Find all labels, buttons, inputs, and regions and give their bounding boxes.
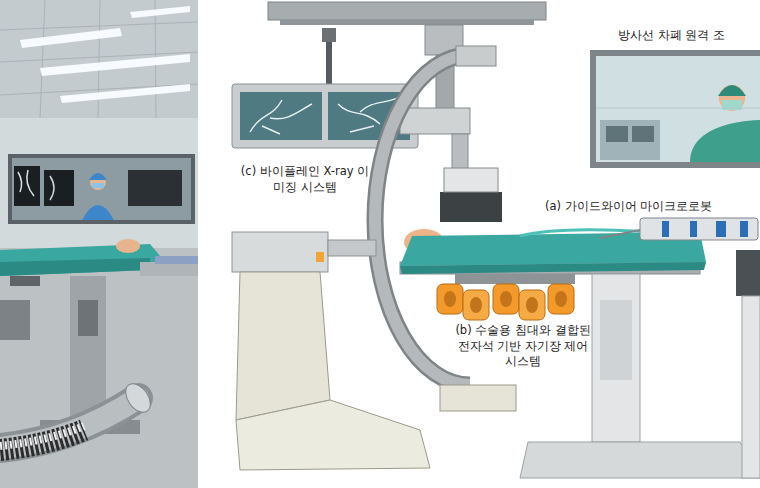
room-render-part — [116, 239, 140, 253]
floor-c-arm-part — [232, 232, 328, 272]
room-render-part — [128, 170, 182, 206]
callout-label: (a) 가이드와이어 마이크로로봇 — [545, 199, 712, 215]
room-render-part-part — [40, 0, 45, 118]
bed-pedestal-part — [600, 300, 632, 380]
room-render-part — [60, 84, 190, 103]
guidewire-robot — [600, 218, 758, 240]
control-room-window-part — [600, 120, 660, 160]
room-render-part — [92, 183, 104, 188]
bed-pedestal — [520, 250, 760, 478]
floor-c-arm-part — [236, 272, 330, 420]
electromagnet-array-part — [444, 291, 567, 313]
room-render-part — [0, 0, 198, 488]
floor-c-arm-part — [328, 240, 376, 256]
control-room-window-part — [690, 120, 760, 162]
room-render — [0, 0, 198, 488]
room-render-part — [18, 170, 34, 196]
room-render-part — [0, 426, 84, 446]
monitor-pole-part — [322, 28, 336, 42]
room-render-part — [130, 6, 190, 18]
biplane-monitors-part — [250, 100, 312, 134]
floor-c-arm-part — [440, 385, 516, 411]
control-room-window — [590, 50, 760, 168]
electromagnet-array-part — [455, 274, 575, 284]
room-render-part — [14, 166, 40, 206]
electromagnet-array-part-part — [548, 284, 574, 314]
room-render-part — [8, 154, 195, 224]
control-room-window-part — [718, 85, 746, 96]
electromagnet-array-part-part — [500, 291, 512, 307]
room-render-part-part — [0, 22, 198, 30]
room-render-part — [0, 0, 198, 118]
electromagnet-array-part-part — [526, 297, 538, 313]
room-render-part — [89, 173, 107, 180]
room-render-part — [78, 300, 98, 336]
bed-pedestal-part — [742, 296, 760, 478]
callout-label: (c) 바이플레인 X-ray 이미징 시스템 — [240, 164, 370, 195]
control-room-window-part — [606, 126, 628, 142]
guidewire-robot-part — [640, 218, 758, 240]
room-render-part — [0, 248, 198, 488]
electromagnet-array-part — [437, 284, 574, 320]
electromagnet-array-part-part — [470, 297, 482, 313]
control-room-window-part — [596, 108, 760, 109]
floor-c-arm-part — [456, 46, 496, 66]
room-render-part — [50, 176, 54, 200]
room-render-part — [140, 262, 198, 276]
room-render-part — [0, 398, 138, 448]
room-render-part — [0, 118, 198, 248]
electromagnet-array — [437, 274, 575, 320]
electromagnet-array-part-part — [463, 290, 489, 320]
floor-c-arm-part — [316, 252, 324, 262]
room-render-part — [0, 258, 150, 276]
electromagnet-array-part-part — [437, 284, 463, 314]
guidewire-robot-part — [662, 221, 669, 237]
electromagnet-array-part-part — [444, 291, 456, 307]
room-render-part — [10, 276, 40, 286]
electromagnet-array-part-part — [555, 291, 567, 307]
floor-c-arm-part — [236, 400, 430, 470]
guidewire-robot-part — [740, 221, 748, 237]
guidewire-robot-part — [690, 221, 697, 237]
callout-label: (b) 수술용 침대와 결합된 전자석 기반 자기장 제어 시스템 — [452, 323, 594, 370]
control-room-window-part — [590, 50, 760, 168]
room-render-part — [155, 256, 198, 264]
bed-pedestal-part — [520, 442, 760, 478]
biplane-monitors-part — [240, 92, 322, 140]
room-render-part — [90, 174, 106, 190]
room-render-part — [121, 379, 156, 417]
ceiling-rail — [268, 2, 546, 25]
guidewire-robot-part — [716, 221, 726, 237]
ceiling-c-arm-part — [400, 108, 470, 134]
room-render-part — [0, 398, 138, 448]
electromagnet-array-part-part — [493, 284, 519, 314]
room-render-part — [0, 0, 198, 118]
monitor-pole — [322, 28, 336, 86]
room-render-part-part — [98, 0, 100, 118]
room-render-part — [40, 54, 190, 76]
room-render-part — [0, 300, 30, 340]
room-render-part — [12, 158, 191, 220]
room-render-part — [0, 430, 84, 450]
ceiling-c-arm-part — [444, 168, 498, 192]
control-room-window-part — [632, 126, 654, 142]
ceiling-rail-part — [268, 2, 546, 20]
guidewire-robot-part — [600, 230, 640, 238]
room-render-part — [20, 28, 122, 48]
ceiling-c-arm-part — [440, 192, 502, 222]
electromagnet-array-part-part — [519, 290, 545, 320]
bed-pedestal-part — [592, 274, 640, 442]
callout-label: 방사선 차폐 원격 조 — [618, 28, 725, 44]
control-room-window-part — [596, 56, 760, 162]
bed-pedestal-part — [736, 250, 760, 296]
ceiling-rail-part — [280, 20, 534, 25]
control-room-window-part — [719, 85, 745, 111]
room-render-part — [44, 170, 74, 206]
monitor-pole-part — [326, 42, 332, 86]
room-render-part — [82, 205, 114, 220]
surgical-bed-part — [400, 262, 706, 274]
